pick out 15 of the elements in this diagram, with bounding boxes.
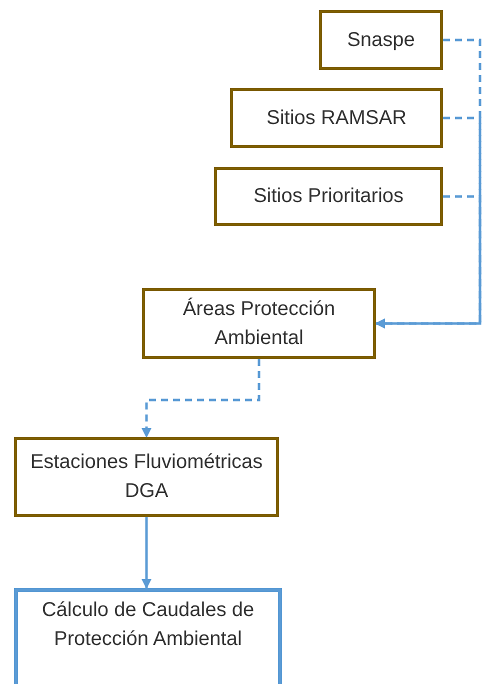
box-label: Sitios Prioritarios [253, 184, 404, 209]
process-box [142, 288, 376, 359]
process-box [14, 588, 282, 684]
box-label: Snaspe [347, 28, 415, 52]
arrow [142, 359, 260, 438]
process-box [214, 167, 443, 226]
process-box [230, 88, 443, 148]
box-label: Estaciones Fluviométricas DGA [29, 450, 264, 504]
box-label: Cálculo de Caudales de Protección Ambiental [40, 598, 256, 652]
process-box [319, 10, 443, 70]
box-label: Áreas Protección Ambiental [182, 296, 336, 350]
arrow [142, 517, 152, 589]
process-box [14, 437, 279, 517]
box-label: Sitios RAMSAR [266, 106, 407, 130]
arrow [375, 195, 482, 328]
